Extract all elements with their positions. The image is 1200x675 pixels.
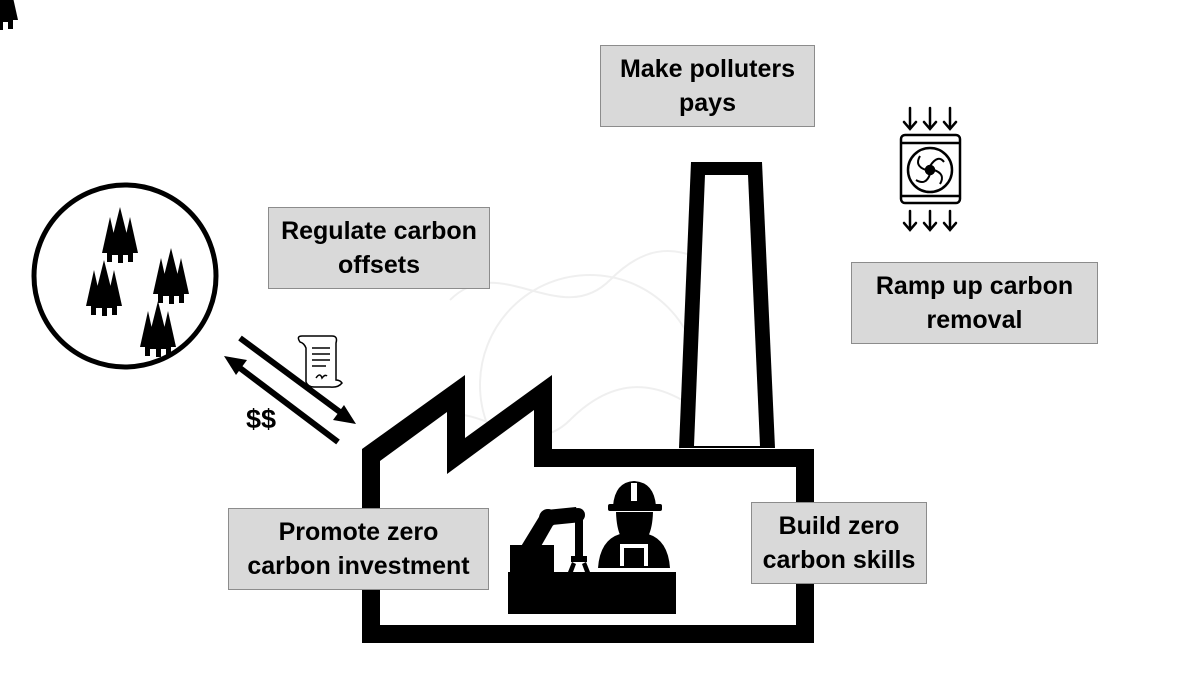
chimney-icon (679, 162, 775, 448)
promote-investment-line1: Promote zero (278, 518, 439, 546)
ramp-up-removal-line2: removal (926, 306, 1023, 334)
make-polluters-pay-box: Make polluters pays (600, 45, 815, 127)
workbench (508, 572, 676, 614)
promote-investment-box: Promote zero carbon investment (228, 508, 489, 590)
make-polluters-pay-line2: pays (679, 89, 736, 117)
exchange-arrows-icon (224, 335, 356, 445)
regulate-offsets-line1: Regulate carbon (281, 217, 477, 245)
regulate-offsets-box: Regulate carbon offsets (268, 207, 490, 289)
robotic-arm-icon (510, 507, 590, 573)
promote-investment-line2: carbon investment (247, 552, 470, 580)
ramp-up-removal-line1: Ramp up carbon (875, 272, 1074, 300)
certificate-icon (297, 335, 343, 388)
carbon-capture-fan-icon (899, 106, 962, 232)
regulate-offsets-line2: offsets (338, 251, 420, 279)
build-skills-line1: Build zero (778, 512, 900, 540)
build-skills-box: Build zero carbon skills (751, 502, 927, 584)
make-polluters-pay-line1: Make polluters (619, 55, 796, 83)
ramp-up-removal-box: Ramp up carbon removal (851, 262, 1098, 344)
money-symbol: $$ (246, 404, 277, 434)
forest-icon (0, 0, 219, 370)
worker-icon (598, 481, 670, 568)
build-skills-line2: carbon skills (762, 546, 916, 574)
